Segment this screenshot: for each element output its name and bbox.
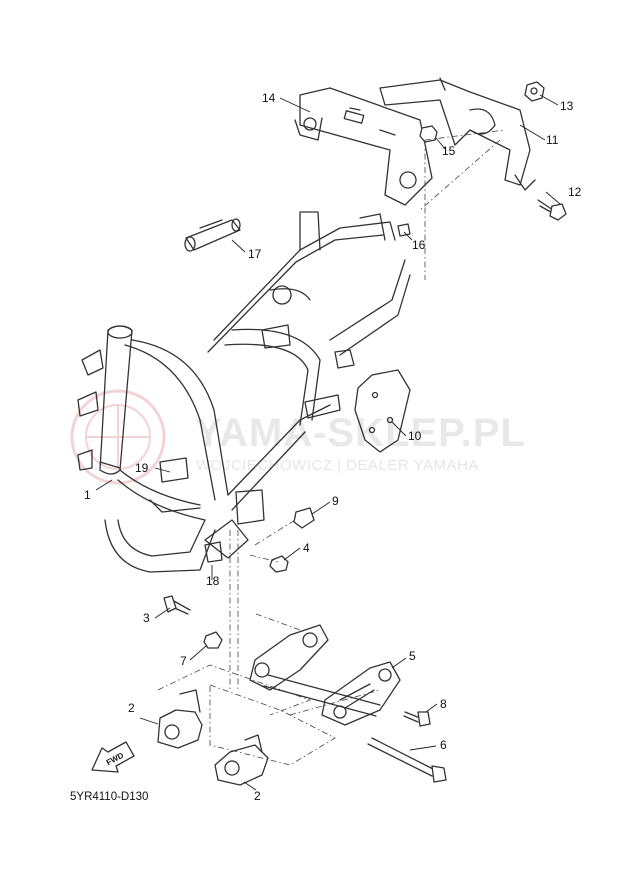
nut-7 [203, 631, 223, 649]
callout-9: 9 [332, 494, 339, 508]
cylinder-17 [184, 218, 241, 252]
nut-13 [524, 81, 545, 102]
callout-2: 2 [128, 701, 135, 715]
callout-6: 6 [440, 738, 447, 752]
callout-15: 15 [442, 144, 456, 158]
fwd-arrow-icon: FWD [91, 741, 135, 773]
callout-5: 5 [409, 649, 416, 663]
callout-11: 11 [546, 133, 559, 147]
callouts: 1 2 2 3 4 5 6 7 8 9 10 11 12 13 14 15 16… [84, 91, 582, 803]
watermark: YAMA-SKLEP.PL WOJCIECHOWICZ | DEALER YAM… [70, 389, 526, 485]
rubber-9 [293, 507, 315, 529]
bolt-6 [367, 737, 447, 783]
callout-7: 7 [180, 654, 187, 668]
bolt-8 [403, 711, 431, 727]
callout-16: 16 [412, 238, 426, 252]
watermark-title: YAMA-SKLEP.PL [195, 411, 526, 455]
nut-15 [419, 125, 438, 143]
bolt-12 [537, 199, 567, 221]
callout-19: 19 [135, 461, 149, 475]
clip-16 [397, 223, 411, 237]
main-frame [77, 211, 411, 573]
leader-lines [95, 94, 561, 791]
callout-10: 10 [408, 429, 422, 443]
watermark-subtitle: WOJCIECHOWICZ | DEALER YAMAHA [196, 457, 479, 474]
plate-10 [354, 369, 411, 453]
callout-14: 14 [262, 91, 276, 105]
engine-bracket-5 [249, 624, 401, 726]
diagram-code: 5YR4110-D130 [70, 791, 148, 803]
callout-18: 18 [206, 574, 220, 588]
watermark-logo [70, 389, 166, 485]
callout-3: 3 [143, 611, 150, 625]
callout-17: 17 [248, 247, 262, 261]
upper-bracket-14 [294, 87, 433, 206]
callout-12: 12 [568, 185, 582, 199]
damper-2-upper [157, 689, 203, 749]
callout-13: 13 [560, 99, 574, 113]
callout-1: 1 [84, 488, 91, 502]
assembly-lines [157, 129, 506, 766]
bolt-3 [163, 595, 191, 615]
callout-8: 8 [440, 697, 447, 711]
rear-bracket-11 [379, 77, 536, 191]
callout-2-lower: 2 [254, 789, 261, 803]
callout-4: 4 [303, 541, 310, 555]
damper-2-lower [214, 734, 269, 786]
nut-4 [269, 555, 289, 573]
